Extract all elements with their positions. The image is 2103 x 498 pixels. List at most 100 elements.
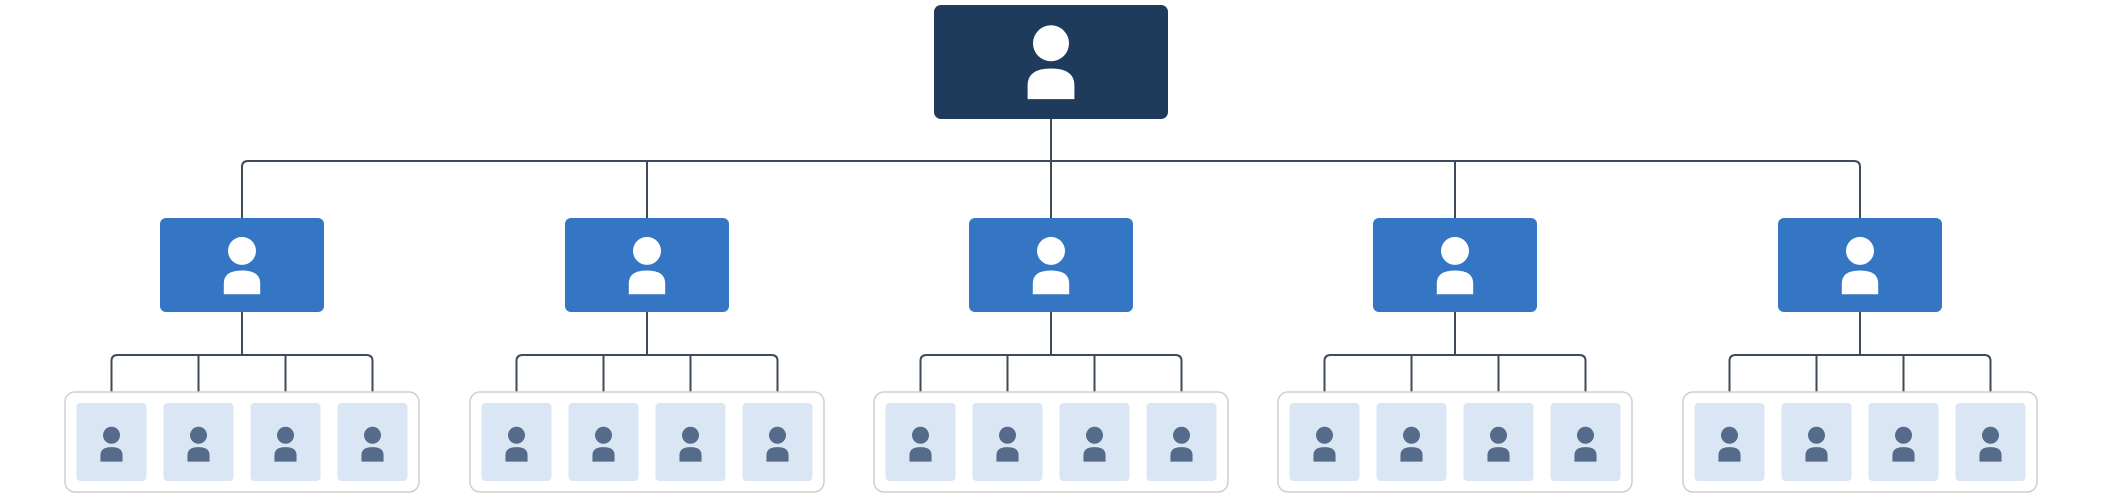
member-group — [873, 391, 1229, 493]
person-icon-body — [1574, 447, 1597, 462]
person-icon-body — [1805, 447, 1828, 462]
manager-node — [1373, 218, 1537, 312]
person-icon-body — [909, 447, 932, 462]
member-group-border — [469, 391, 825, 493]
person-icon-head — [1577, 426, 1594, 444]
person-icon-head — [364, 426, 381, 444]
member-tile — [1289, 403, 1360, 481]
root-node — [934, 5, 1168, 119]
person-icon-body — [505, 447, 528, 462]
person-icon-body — [1841, 270, 1879, 295]
person-icon-head — [682, 426, 699, 444]
person-icon — [1083, 426, 1106, 462]
person-icon-body — [100, 447, 123, 462]
person-icon-head — [1490, 426, 1507, 444]
person-icon — [1892, 426, 1915, 462]
member-tile — [972, 403, 1043, 481]
person-icon-body — [1032, 270, 1070, 295]
person-icon-body — [766, 447, 789, 462]
person-icon-head — [912, 426, 929, 444]
manager-node-box — [969, 218, 1133, 312]
member-group-border — [1682, 391, 2038, 493]
person-icon-head — [228, 236, 256, 265]
person-icon-head — [1173, 426, 1190, 444]
person-icon — [1400, 426, 1423, 462]
manager-node-box — [160, 218, 324, 312]
member-tile — [742, 403, 813, 481]
member-tile — [885, 403, 956, 481]
person-icon-head — [1846, 236, 1874, 265]
person-icon — [1805, 426, 1828, 462]
member-tile — [1868, 403, 1939, 481]
person-icon-head — [1033, 25, 1069, 62]
member-tile — [568, 403, 639, 481]
member-group — [469, 391, 825, 493]
manager-node-box — [1373, 218, 1537, 312]
person-icon-head — [1403, 426, 1420, 444]
person-icon-body — [223, 270, 261, 295]
manager-node — [160, 218, 324, 312]
member-tile — [163, 403, 234, 481]
member-bus — [110, 354, 374, 392]
person-icon-head — [999, 426, 1016, 444]
person-icon-head — [1316, 426, 1333, 444]
person-icon-head — [277, 426, 294, 444]
person-icon — [1841, 236, 1879, 295]
member-group — [1277, 391, 1633, 493]
person-icon — [996, 426, 1019, 462]
person-icon-head — [1982, 426, 1999, 444]
person-icon — [766, 426, 789, 462]
member-tile — [481, 403, 552, 481]
person-icon-body — [1313, 447, 1336, 462]
person-icon-body — [1400, 447, 1423, 462]
person-icon-head — [1721, 426, 1738, 444]
person-icon — [1027, 25, 1075, 100]
member-bus — [919, 354, 1183, 392]
person-icon-body — [1892, 447, 1915, 462]
member-group-border — [1277, 391, 1633, 493]
person-icon — [223, 236, 261, 295]
member-tile — [1463, 403, 1534, 481]
member-tile — [1694, 403, 1765, 481]
person-icon-body — [274, 447, 297, 462]
member-tile — [1146, 403, 1217, 481]
person-icon-body — [1979, 447, 2002, 462]
person-icon-body — [361, 447, 384, 462]
person-icon-head — [1808, 426, 1825, 444]
person-icon — [1487, 426, 1510, 462]
connector-lines — [110, 118, 1992, 393]
member-tile — [1376, 403, 1447, 481]
person-icon-head — [1086, 426, 1103, 444]
person-icon-body — [1083, 447, 1106, 462]
person-icon — [505, 426, 528, 462]
person-icon — [592, 426, 615, 462]
person-icon-body — [1436, 270, 1474, 295]
person-icon-head — [595, 426, 612, 444]
person-icon-body — [1718, 447, 1741, 462]
person-icon-body — [1170, 447, 1193, 462]
member-tile — [1781, 403, 1852, 481]
person-icon-body — [628, 270, 666, 295]
person-icon — [679, 426, 702, 462]
person-icon — [361, 426, 384, 462]
member-tile — [655, 403, 726, 481]
member-bus — [1323, 354, 1587, 392]
person-icon-head — [769, 426, 786, 444]
person-icon-head — [103, 426, 120, 444]
member-bus — [515, 354, 779, 392]
person-icon — [1032, 236, 1070, 295]
person-icon-head — [1037, 236, 1065, 265]
person-icon-body — [679, 447, 702, 462]
person-icon-head — [190, 426, 207, 444]
person-icon-head — [1895, 426, 1912, 444]
person-icon — [1718, 426, 1741, 462]
member-group-border — [64, 391, 420, 493]
member-group-border — [873, 391, 1229, 493]
member-tile — [337, 403, 408, 481]
member-tile — [1550, 403, 1621, 481]
member-group — [64, 391, 420, 493]
member-group — [1682, 391, 2038, 493]
person-icon-head — [1441, 236, 1469, 265]
person-icon — [1979, 426, 2002, 462]
